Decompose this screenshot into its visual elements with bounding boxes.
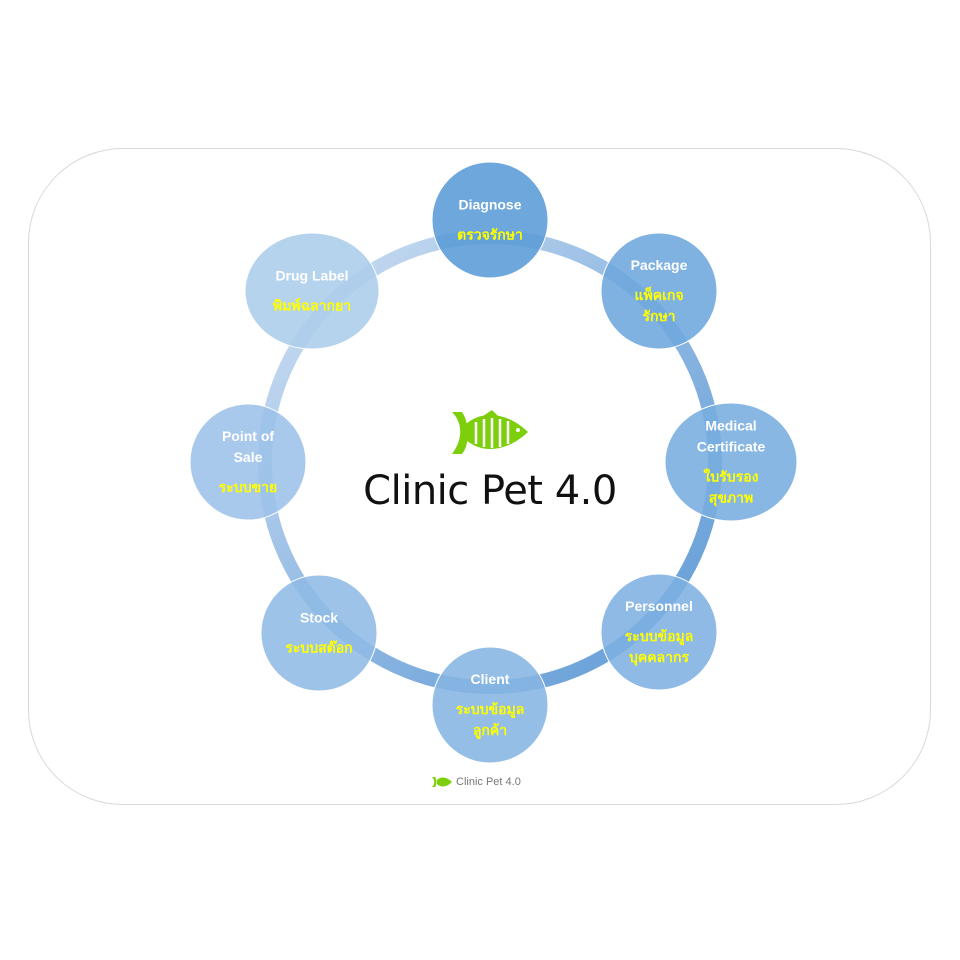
diagram-title: Clinic Pet 4.0 (363, 468, 617, 514)
node-label: Client (471, 671, 510, 687)
node-label: Diagnose (458, 197, 521, 213)
node-thai-label: ระบบข้อมูล (456, 701, 525, 718)
node-drug-label: Drug Label พิมพ์ฉลากยา (244, 232, 380, 350)
node-circle (431, 646, 549, 764)
node-circle (664, 402, 798, 522)
node-thai-label: ใบรับรอง (704, 468, 759, 485)
node-circle (244, 232, 380, 350)
node-thai-label: บุคคลากร (629, 649, 690, 666)
node-label: Sale (234, 449, 263, 465)
node-label: Point of (222, 428, 274, 444)
node-diagnose: Diagnose ตรวจรักษา (431, 161, 549, 279)
node-thai-label: พิมพ์ฉลากยา (273, 298, 351, 314)
node-stock: Stock ระบบสต๊อก (260, 574, 378, 692)
node-thai-label: แพ็คเกจ (634, 286, 683, 303)
node-client: Client ระบบข้อมูลลูกค้า (431, 646, 549, 764)
node-circle (600, 573, 718, 691)
node-circle (260, 574, 378, 692)
node-label: Stock (300, 610, 338, 626)
node-thai-label: ลูกค้า (473, 722, 507, 739)
node-thai-label: ระบบข้อมูล (625, 628, 694, 645)
footer-text: Clinic Pet 4.0 (456, 776, 521, 788)
node-circle (189, 403, 307, 521)
node-thai-label: ระบบสต๊อก (285, 640, 352, 656)
node-circle (600, 232, 718, 350)
node-thai-label: สุขภาพ (709, 490, 753, 507)
node-circle (431, 161, 549, 279)
footer: Clinic Pet 4.0 (432, 776, 521, 788)
node-label: Personnel (625, 598, 693, 614)
node-point-of-sale: Point of Sale ระบบขาย (189, 403, 307, 521)
node-thai-label: ระบบขาย (219, 479, 277, 495)
node-label: Medical (705, 418, 756, 434)
node-thai-label: ตรวจรักษา (457, 227, 523, 243)
fish-logo-small-icon (432, 777, 452, 787)
node-label: Drug Label (275, 268, 348, 284)
node-thai-label: รักษา (642, 308, 675, 324)
node-label: Certificate (697, 439, 766, 455)
node-label: Package (631, 257, 688, 273)
node-personnel: Personnel ระบบข้อมูลบุคคลากร (600, 573, 718, 691)
fish-logo-icon (452, 410, 528, 454)
